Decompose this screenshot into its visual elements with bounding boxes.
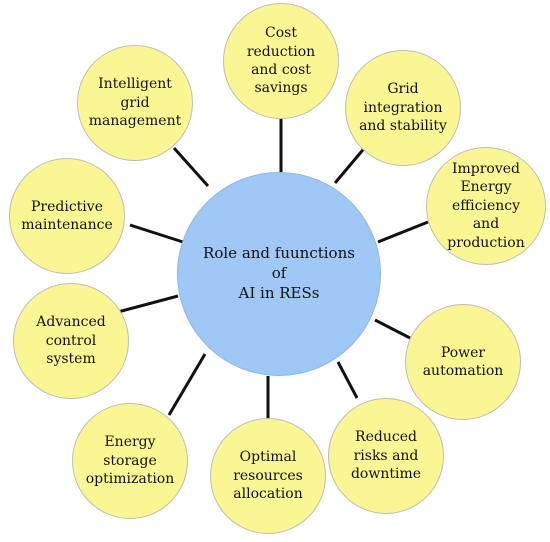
node-cost-reduction: Cost reduction and cost savings <box>223 3 339 119</box>
connector-grid-integration <box>333 144 369 184</box>
node-energy-storage: Energy storage optimization <box>72 403 188 519</box>
node-optimal-resources: Optimal resources allocation <box>210 418 326 534</box>
node-advanced-control: Advanced control system <box>13 283 129 399</box>
connector-intelligent-grid <box>172 146 210 188</box>
connector-advanced-control <box>117 294 179 314</box>
center-node: Role and fuunctions of AI in RESs <box>177 172 381 376</box>
connector-power-automation <box>374 318 411 340</box>
node-predictive-maintenance: Predictive maintenance <box>9 158 125 274</box>
node-intelligent-grid: Intelligent grid management <box>77 45 193 161</box>
node-energy-efficiency: Improved Energy efficiency and productio… <box>426 147 546 265</box>
node-power-automation: Power automation <box>405 304 521 420</box>
node-grid-integration: Grid integration and stability <box>345 50 461 166</box>
node-reduced-risks: Reduced risks and downtime <box>328 398 444 514</box>
connector-energy-storage <box>167 353 207 416</box>
connector-reduced-risks <box>336 361 359 399</box>
connector-predictive-maintenance <box>129 223 184 244</box>
connector-energy-efficiency <box>377 220 429 244</box>
